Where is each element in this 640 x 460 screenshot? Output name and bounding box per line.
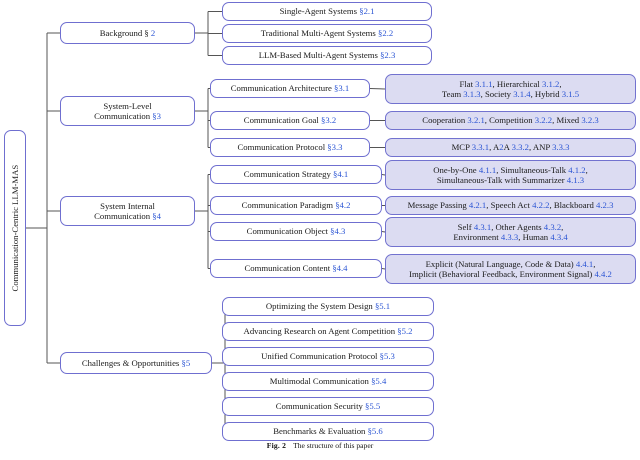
tree-node-label: Unified Communication Protocol §5.3	[261, 351, 395, 362]
detail-node-system-level-communication-3: MCP 3.3.1, A2A 3.3.2, ANP 3.3.3	[385, 138, 636, 157]
leaf-node-system-level-communication-1: Communication Architecture §3.1	[210, 79, 370, 98]
detail-node-system-internal-communication-3: Self 4.3.1, Other Agents 4.3.2,Environme…	[385, 217, 636, 247]
leaf-node-challenges-and-opportunities-4: Multimodal Communication §5.4	[222, 372, 434, 391]
tree-node-label: Single-Agent Systems §2.1	[279, 6, 375, 17]
tree-node-label: Communication Architecture §3.1	[230, 83, 350, 94]
tree-node-label: Optimizing the System Design §5.1	[265, 301, 391, 312]
leaf-node-background-2: Traditional Multi-Agent Systems §2.2	[222, 24, 432, 43]
leaf-node-challenges-and-opportunities-6: Benchmarks & Evaluation §5.6	[222, 422, 434, 441]
tree-node-label: Communication Paradigm §4.2	[241, 200, 351, 211]
branch-node-background: Background § 2	[60, 22, 195, 44]
leaf-node-system-internal-communication-4: Communication Content §4.4	[210, 259, 382, 278]
tree-node-label: Background § 2	[99, 27, 156, 38]
tree-node-label: Multimodal Communication §5.4	[269, 376, 387, 387]
detail-node-system-internal-communication-1: One-by-One 4.1.1, Simultaneous-Talk 4.1.…	[385, 160, 636, 190]
tree-node-label: Communication Object §4.3	[246, 226, 346, 237]
tree-node-label: MCP 3.3.1, A2A 3.3.2, ANP 3.3.3	[451, 142, 570, 153]
tree-node-label: Communication Goal §3.2	[243, 115, 337, 126]
leaf-node-system-internal-communication-2: Communication Paradigm §4.2	[210, 196, 382, 215]
tree-node-label: Benchmarks & Evaluation §5.6	[273, 426, 383, 437]
root-node-label: Communication-Centric LLM-MAS	[9, 164, 20, 292]
leaf-node-challenges-and-opportunities-1: Optimizing the System Design §5.1	[222, 297, 434, 316]
leaf-node-background-1: Single-Agent Systems §2.1	[222, 2, 432, 21]
leaf-node-challenges-and-opportunities-5: Communication Security §5.5	[222, 397, 434, 416]
leaf-node-system-internal-communication-1: Communication Strategy §4.1	[210, 165, 382, 184]
tree-node-label: Traditional Multi-Agent Systems §2.2	[260, 28, 394, 39]
leaf-node-challenges-and-opportunities-2: Advancing Research on Agent Competition …	[222, 322, 434, 341]
tree-node-label: Message Passing 4.2.1, Speech Act 4.2.2,…	[407, 200, 614, 211]
leaf-node-background-3: LLM-Based Multi-Agent Systems §2.3	[222, 46, 432, 65]
tree-node-label: Advancing Research on Agent Competition …	[243, 326, 413, 337]
leaf-node-challenges-and-opportunities-3: Unified Communication Protocol §5.3	[222, 347, 434, 366]
caption-text: The structure of this paper	[293, 441, 374, 450]
tree-node-label: Explicit (Natural Language, Code & Data)…	[409, 258, 612, 279]
tree-node-label: Communication Security §5.5	[275, 401, 381, 412]
figure-caption: Fig. 2 The structure of this paper	[0, 441, 640, 450]
leaf-node-system-level-communication-2: Communication Goal §3.2	[210, 111, 370, 130]
caption-label: Fig. 2	[266, 441, 287, 450]
detail-node-system-level-communication-2: Cooperation 3.2.1, Competition 3.2.2, Mi…	[385, 111, 636, 130]
leaf-node-system-internal-communication-3: Communication Object §4.3	[210, 222, 382, 241]
detail-node-system-level-communication-1: Flat 3.1.1, Hierarchical 3.1.2,Team 3.1.…	[385, 74, 636, 104]
root-node: Communication-Centric LLM-MAS	[4, 130, 26, 326]
tree-node-label: One-by-One 4.1.1, Simultaneous-Talk 4.1.…	[433, 164, 588, 185]
tree-node-label: Self 4.3.1, Other Agents 4.3.2,Environme…	[453, 221, 568, 242]
tree-node-label: Communication Content §4.4	[244, 263, 348, 274]
tree-node-label: LLM-Based Multi-Agent Systems §2.3	[258, 50, 396, 61]
detail-node-system-internal-communication-2: Message Passing 4.2.1, Speech Act 4.2.2,…	[385, 196, 636, 215]
tree-node-label: Flat 3.1.1, Hierarchical 3.1.2,Team 3.1.…	[441, 78, 580, 99]
tree-node-label: Challenges & Opportunities §5	[81, 357, 191, 368]
tree-node-label: Communication Protocol §3.3	[237, 142, 343, 153]
detail-node-system-internal-communication-4: Explicit (Natural Language, Code & Data)…	[385, 254, 636, 284]
tree-node-label: Communication Strategy §4.1	[243, 169, 349, 180]
leaf-node-system-level-communication-3: Communication Protocol §3.3	[210, 138, 370, 157]
tree-node-label: Cooperation 3.2.1, Competition 3.2.2, Mi…	[422, 115, 599, 126]
branch-node-challenges-and-opportunities: Challenges & Opportunities §5	[60, 352, 212, 374]
